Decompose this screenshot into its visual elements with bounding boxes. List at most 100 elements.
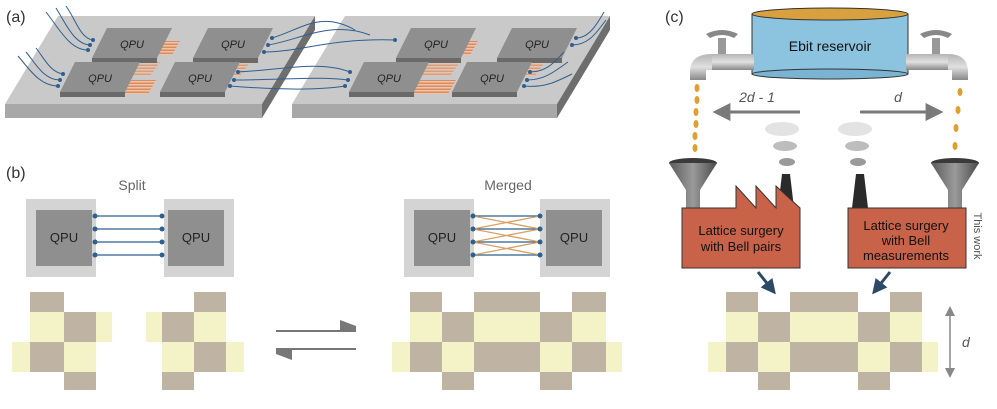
tile-dark (890, 292, 922, 312)
tile-light (726, 312, 758, 342)
node (470, 239, 476, 245)
right-droplets (952, 88, 963, 150)
smoke-puff (850, 158, 866, 166)
droplet (952, 142, 958, 150)
node (92, 239, 98, 245)
node (88, 43, 92, 47)
fiber (65, 5, 94, 41)
fiber (233, 77, 349, 81)
cross-link (472, 228, 541, 243)
tile-dark (858, 312, 890, 342)
merged-title: Merged (484, 177, 531, 193)
panel-b-label: (b) (6, 165, 26, 182)
left-droplets (692, 84, 700, 152)
node (159, 239, 165, 245)
tile-light (146, 312, 162, 342)
panel-c: (c) Ebit reservoir (665, 7, 983, 390)
node (92, 252, 98, 258)
node (470, 226, 476, 232)
qpu-chip: QPU (497, 28, 577, 63)
droplet (693, 108, 699, 116)
tile-light (572, 312, 606, 342)
node (393, 38, 397, 42)
node (61, 72, 65, 76)
left-rate-label: 2d - 1 (738, 89, 775, 105)
qpu-label: QPU (120, 39, 144, 51)
valve-handle-icon (920, 30, 952, 38)
tile-dark (442, 312, 474, 342)
right-tap[interactable] (906, 30, 968, 80)
droplet (694, 96, 700, 104)
merged-links-blue (473, 215, 540, 256)
height-arrowhead-up (945, 306, 955, 316)
chimney (852, 174, 868, 208)
left-output-arrow (756, 271, 776, 295)
tile-light (858, 342, 890, 372)
node (537, 213, 543, 219)
fiber (571, 19, 607, 46)
tile-dark (410, 342, 442, 372)
qpu-label: QPU (480, 73, 504, 85)
right-rate-arrow: d (860, 89, 944, 121)
tile-dark (474, 342, 540, 372)
fiber (529, 51, 565, 73)
funnel-body (931, 163, 979, 208)
tile-dark (64, 372, 96, 390)
tile-dark (572, 342, 606, 372)
tile-light (64, 342, 96, 372)
fiber (55, 7, 91, 46)
height-label: d (962, 334, 971, 350)
left-tap[interactable] (690, 30, 754, 80)
qpu-chip: QPU (160, 62, 240, 97)
factory-label-line2: with Bell pairs (700, 239, 782, 254)
qpu-chip: QPU (396, 28, 476, 63)
fiber (271, 20, 356, 39)
tile-light (540, 342, 572, 372)
node (232, 78, 236, 82)
board-left-front (5, 104, 262, 118)
tile-light (162, 342, 194, 372)
tile-dark (726, 292, 758, 312)
split-title: Split (118, 177, 145, 193)
tile-light (922, 342, 938, 372)
smoke-puff (773, 141, 797, 151)
left-factory: Lattice surgery with Bell pairs (681, 174, 801, 269)
fiber (17, 55, 59, 87)
node (537, 226, 543, 232)
fiber (229, 85, 346, 90)
tile-dark (858, 372, 890, 390)
node (570, 43, 574, 47)
qpu-chip: QPU (92, 28, 172, 63)
tile-light (410, 312, 442, 342)
droplet (955, 106, 961, 114)
factory-label-line1: Lattice surgery (698, 223, 784, 238)
qpu-chip (36, 210, 92, 266)
node (470, 213, 476, 219)
qpu-label: QPU (424, 39, 448, 51)
tile-dark (30, 292, 64, 312)
tile-light (392, 342, 410, 372)
node (522, 84, 526, 88)
node (236, 70, 240, 74)
fibers-a (17, 5, 607, 90)
fiber (35, 47, 64, 75)
node (228, 84, 232, 88)
panel-c-label: (c) (665, 9, 684, 26)
smoke-puff (765, 122, 799, 136)
cross-link (472, 215, 541, 230)
forward-half-arrow (276, 320, 356, 332)
panel-a-label: (a) (6, 9, 26, 26)
droplet (692, 144, 698, 152)
panel-a: (a) QPU (5, 5, 610, 118)
tile-dark (30, 342, 64, 372)
merged-nodes (470, 213, 543, 258)
reservoir-base (751, 68, 909, 80)
equilibrium-arrows[interactable] (276, 320, 356, 360)
tile-dark (572, 292, 606, 312)
qpu-label: QPU (50, 230, 78, 245)
smoke-puff (779, 158, 795, 166)
node (470, 252, 476, 258)
board-right-front (292, 104, 557, 118)
reservoir-surface (751, 7, 909, 21)
